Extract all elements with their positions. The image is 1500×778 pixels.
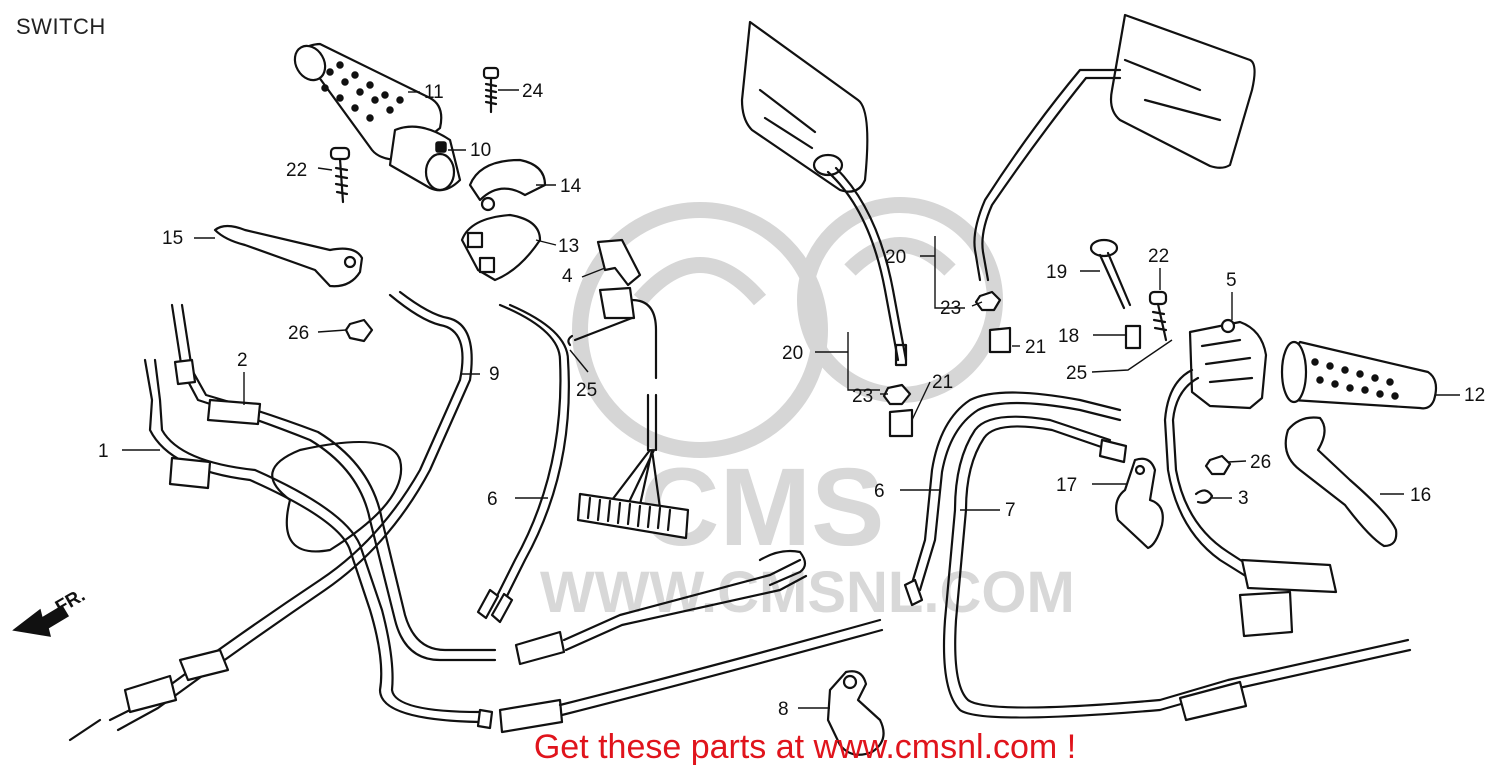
callout-7: 7 xyxy=(1005,500,1016,521)
throttle-cable-2 xyxy=(170,303,497,662)
callout-1: 1 xyxy=(98,441,109,462)
part-23-nut-lower xyxy=(882,383,912,406)
part-18-collar xyxy=(1124,324,1142,350)
watermark-logo: CMS WWW.CMSNL.COM xyxy=(540,197,1075,625)
callout-13: 13 xyxy=(558,236,579,257)
part-17-bracket xyxy=(1115,457,1164,550)
left-switch-harness xyxy=(576,393,690,540)
part-24-bolt xyxy=(482,66,500,114)
callout-4: 4 xyxy=(562,266,573,287)
callout-10: 10 xyxy=(470,140,491,161)
callout-3: 3 xyxy=(1238,488,1249,509)
callout-8: 8 xyxy=(778,699,789,720)
callout-16: 16 xyxy=(1410,485,1431,506)
footer-promo-link[interactable]: Get these parts at www.cmsnl.com ! xyxy=(0,728,1500,767)
callout-20-upper: 20 xyxy=(885,247,906,268)
callout-21-lower: 21 xyxy=(932,372,953,393)
callout-24: 24 xyxy=(522,81,544,102)
callout-25-right: 25 xyxy=(1066,363,1087,384)
callout-18: 18 xyxy=(1058,326,1079,347)
callout-17: 17 xyxy=(1056,475,1077,496)
part-5-right-switch xyxy=(1188,318,1268,410)
page-title: SWITCH xyxy=(16,14,106,39)
part-22-screw-right xyxy=(1148,290,1168,342)
callout-14: 14 xyxy=(560,176,582,197)
part-11-throttle-grip xyxy=(293,42,462,192)
fr-direction-arrow: FR. xyxy=(12,585,89,637)
callout-22-right: 22 xyxy=(1148,246,1169,267)
callout-19: 19 xyxy=(1046,262,1067,283)
part-4-bracket xyxy=(567,238,658,380)
part-16-lever-right xyxy=(1284,416,1398,548)
part-14-housing-upper xyxy=(468,158,547,212)
callout-6-left: 6 xyxy=(487,489,498,510)
callout-9: 9 xyxy=(489,364,500,385)
callout-11: 11 xyxy=(424,82,444,103)
callout-2: 2 xyxy=(237,350,248,371)
callout-labels: 1 2 3 4 5 6 6 7 8 9 10 11 12 13 14 15 16… xyxy=(98,81,1485,720)
watermark-url-text: WWW.CMSNL.COM xyxy=(540,560,1075,625)
callout-12: 12 xyxy=(1464,385,1485,406)
callout-15: 15 xyxy=(162,228,183,249)
watermark-logo-text: CMS xyxy=(640,446,884,569)
footer-promo-text[interactable]: Get these parts at www.cmsnl.com ! xyxy=(533,728,1077,766)
callout-21-upper: 21 xyxy=(1025,337,1046,358)
part-10-collar xyxy=(435,141,447,153)
callout-23-upper: 23 xyxy=(940,298,961,319)
callout-26-left: 26 xyxy=(288,323,309,344)
leader-lines xyxy=(122,89,1460,709)
part-23-nut-upper xyxy=(974,290,1002,312)
part-12-right-grip xyxy=(1280,340,1438,410)
throttle-cable-1 xyxy=(143,358,494,730)
part-8-clamp xyxy=(826,670,885,756)
callout-6-right: 6 xyxy=(874,481,885,502)
callout-20-lower: 20 xyxy=(782,343,803,364)
part-26-nut-right xyxy=(1204,454,1232,476)
part-13-housing-lower xyxy=(460,213,542,282)
callout-23-lower: 23 xyxy=(852,386,873,407)
part-22-screw-left xyxy=(329,146,351,204)
part-3-clip xyxy=(1194,489,1214,504)
centre-cable-bundle xyxy=(498,549,884,734)
callout-22-left: 22 xyxy=(286,160,307,181)
callout-26-right: 26 xyxy=(1250,452,1271,473)
callout-25-left: 25 xyxy=(576,380,597,401)
left-switch-cable-6 xyxy=(476,303,570,624)
part-21-adapter-lower xyxy=(888,408,914,438)
part-20-mirror-left xyxy=(740,20,908,367)
part-26-nut-left xyxy=(344,318,374,343)
part-21-adapter-upper xyxy=(988,326,1012,354)
right-switch-harness xyxy=(1163,368,1338,638)
right-cable-7 xyxy=(942,415,1412,722)
callout-5: 5 xyxy=(1226,270,1237,291)
clutch-cable-9 xyxy=(68,290,473,742)
part-20-mirror-right xyxy=(973,13,1256,282)
right-cable-6 xyxy=(903,391,1122,607)
part-19-knob xyxy=(1089,238,1132,310)
part-15-lever-left xyxy=(213,224,364,288)
